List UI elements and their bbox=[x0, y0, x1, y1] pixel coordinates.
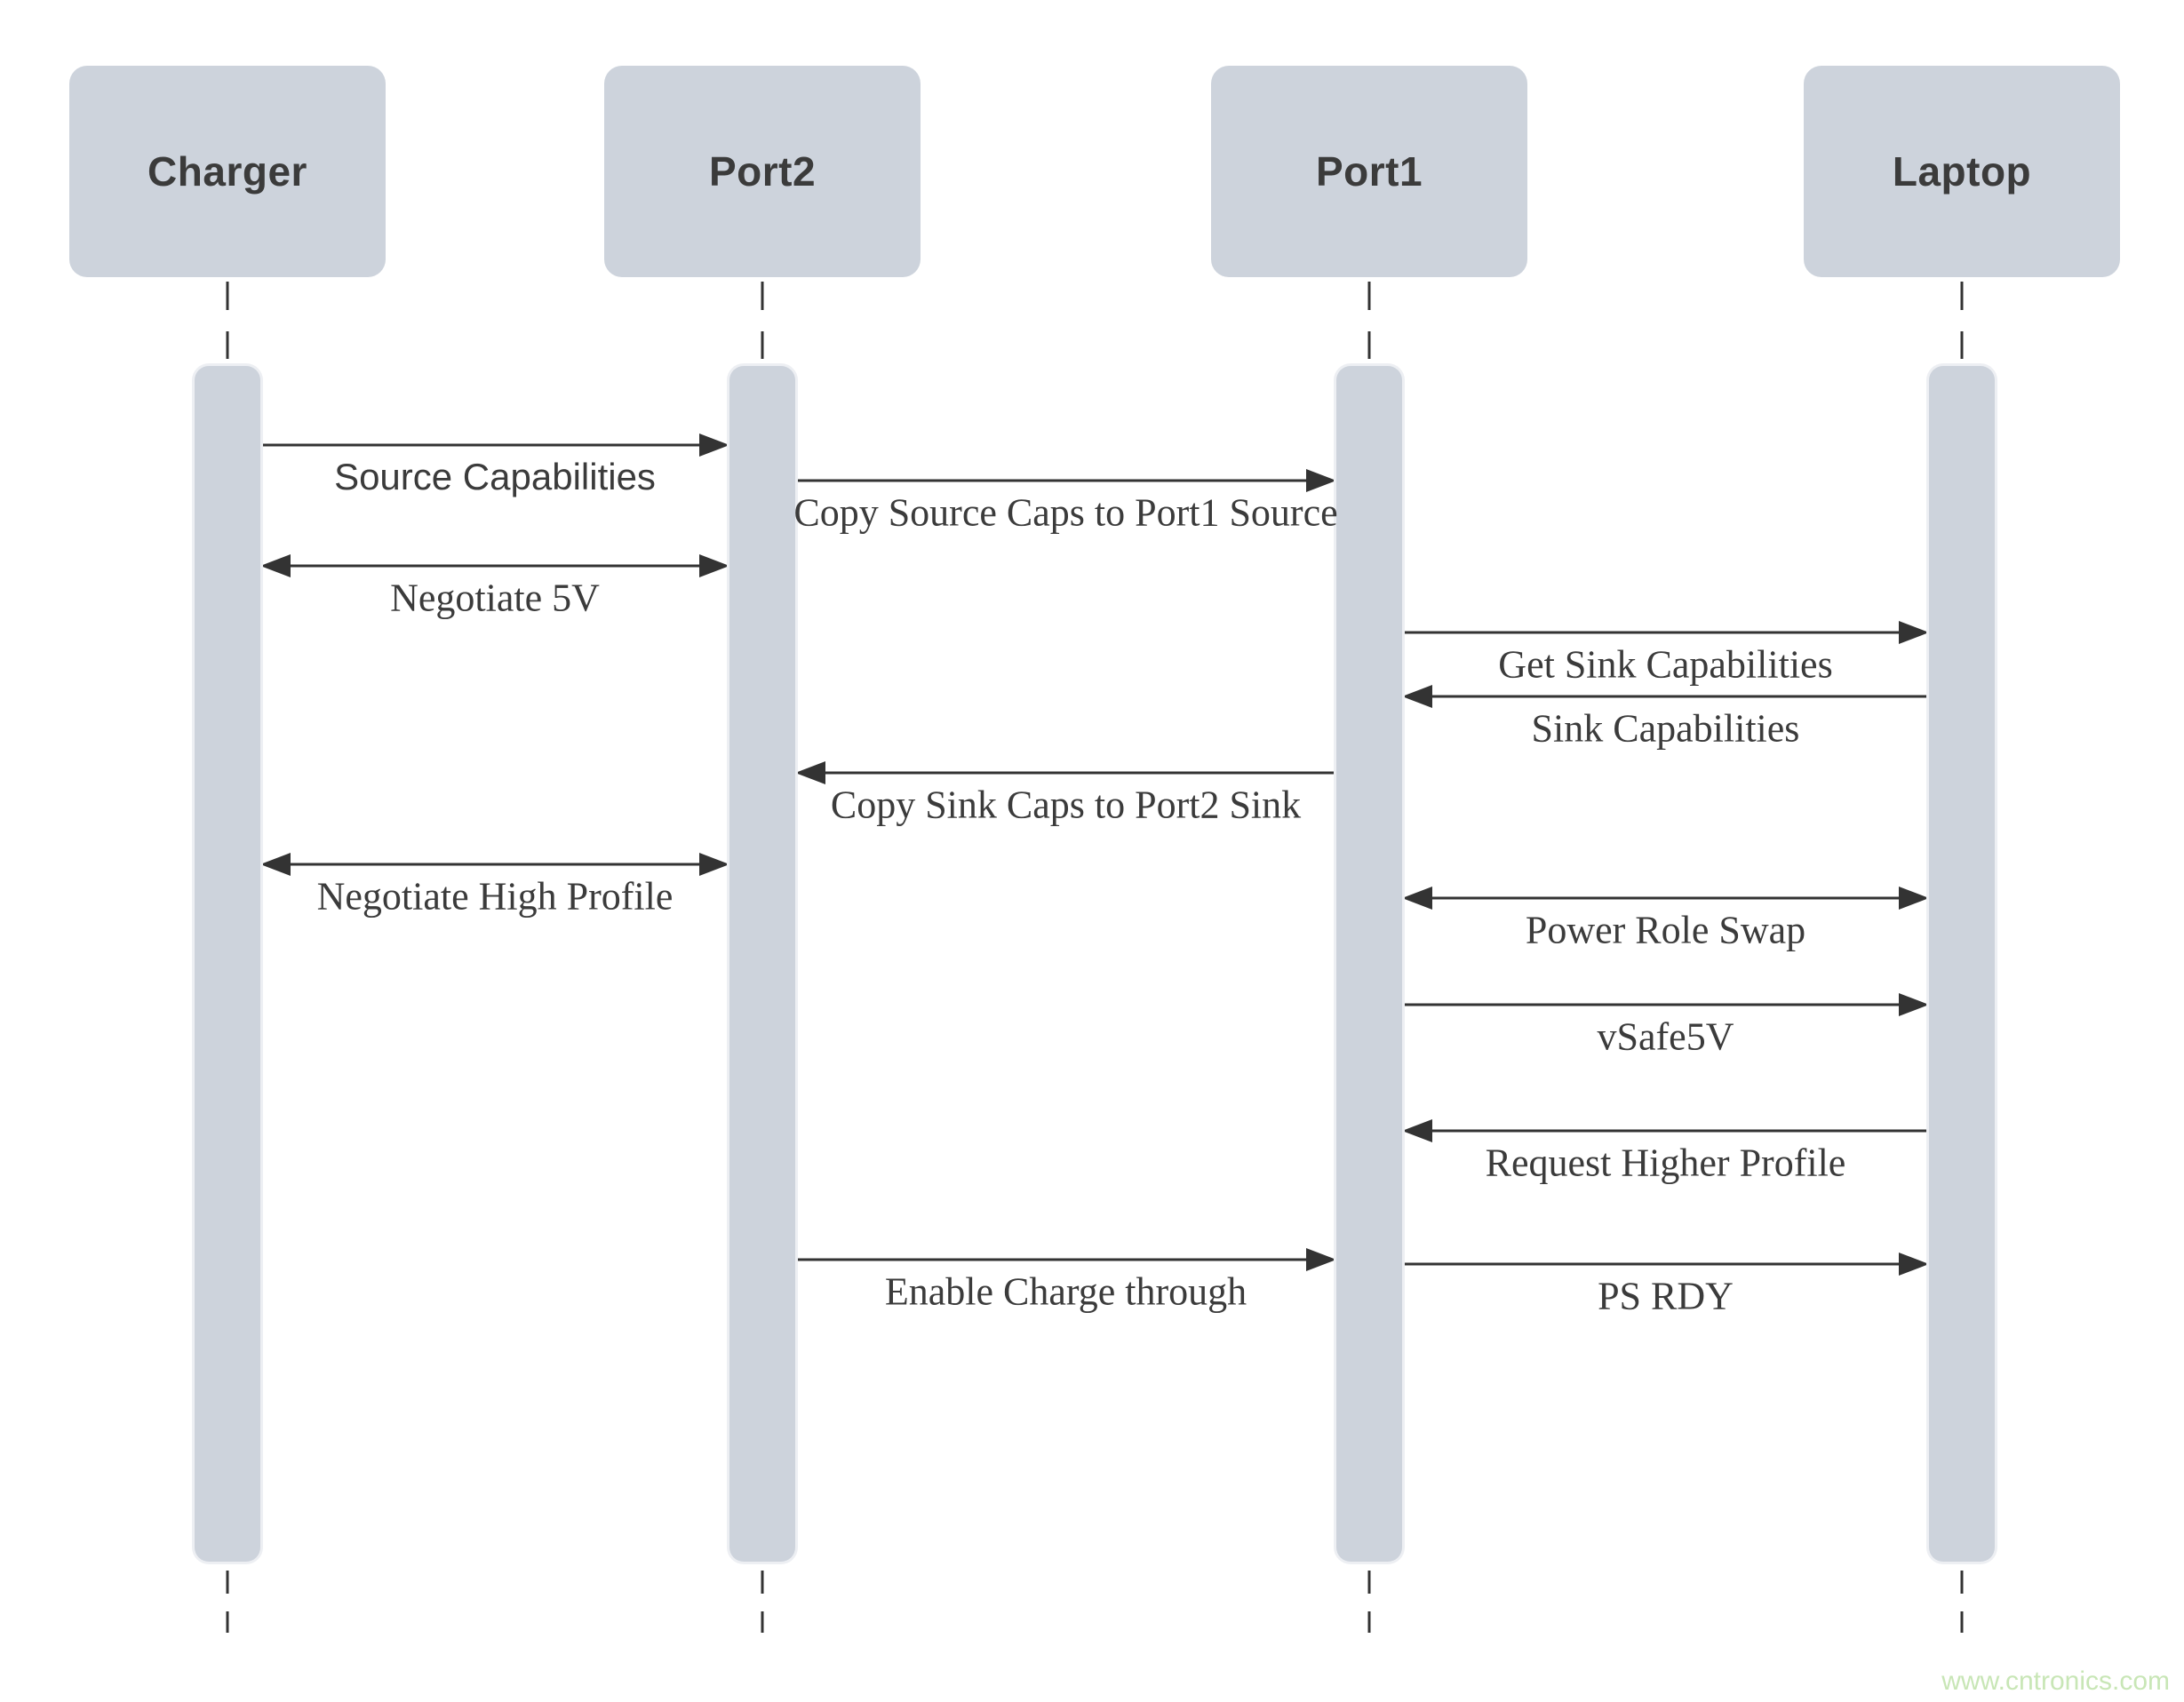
actor-box-charger: Charger bbox=[69, 66, 386, 277]
activation-bar-port1 bbox=[1336, 366, 1402, 1562]
message-label-3: Get Sink Capabilities bbox=[1498, 642, 1833, 687]
arrowhead-icon bbox=[1402, 887, 1432, 910]
activation-bar-port2 bbox=[729, 366, 795, 1562]
message-label-11: PS RDY bbox=[1598, 1274, 1734, 1318]
arrowhead-icon bbox=[1899, 993, 1929, 1016]
arrowhead-icon bbox=[1306, 1248, 1336, 1271]
message-label-2: Negotiate 5V bbox=[390, 576, 600, 620]
arrowhead-icon bbox=[1402, 1119, 1432, 1142]
arrowhead-icon bbox=[699, 433, 729, 457]
arrowhead-icon bbox=[260, 554, 291, 577]
watermark: www.cntronics.com bbox=[1941, 1666, 2170, 1696]
arrowhead-icon bbox=[1306, 469, 1336, 492]
arrowhead-icon bbox=[699, 853, 729, 876]
arrowhead-icon bbox=[795, 761, 825, 784]
message-label-9: Request Higher Profile bbox=[1485, 1141, 1846, 1185]
message-label-5: Copy Sink Caps to Port2 Sink bbox=[830, 783, 1302, 827]
actor-box-port1: Port1 bbox=[1211, 66, 1527, 277]
actor-box-laptop: Laptop bbox=[1804, 66, 2120, 277]
message-label-4: Sink Capabilities bbox=[1531, 706, 1800, 751]
actor-label-port1: Port1 bbox=[1315, 148, 1423, 195]
actor-label-port2: Port2 bbox=[708, 148, 817, 195]
message-label-1: Copy Source Caps to Port1 Source bbox=[793, 490, 1338, 535]
arrowhead-icon bbox=[699, 554, 729, 577]
actor-box-port2: Port2 bbox=[604, 66, 921, 277]
message-label-8: vSafe5V bbox=[1597, 1014, 1734, 1059]
arrowhead-icon bbox=[260, 853, 291, 876]
message-label-6: Negotiate High Profile bbox=[316, 874, 674, 919]
arrowhead-icon bbox=[1899, 887, 1929, 910]
arrowhead-icon bbox=[1402, 685, 1432, 708]
actor-label-charger: Charger bbox=[147, 148, 307, 195]
arrowhead-icon bbox=[1899, 1253, 1929, 1276]
actor-label-laptop: Laptop bbox=[1892, 148, 2032, 195]
activation-bar-charger bbox=[195, 366, 260, 1562]
message-label-0: Source Capabilities bbox=[334, 456, 656, 497]
message-label-7: Power Role Swap bbox=[1525, 908, 1806, 952]
arrowhead-icon bbox=[1899, 621, 1929, 644]
activation-bar-laptop bbox=[1929, 366, 1995, 1562]
message-label-10: Enable Charge through bbox=[884, 1269, 1247, 1314]
